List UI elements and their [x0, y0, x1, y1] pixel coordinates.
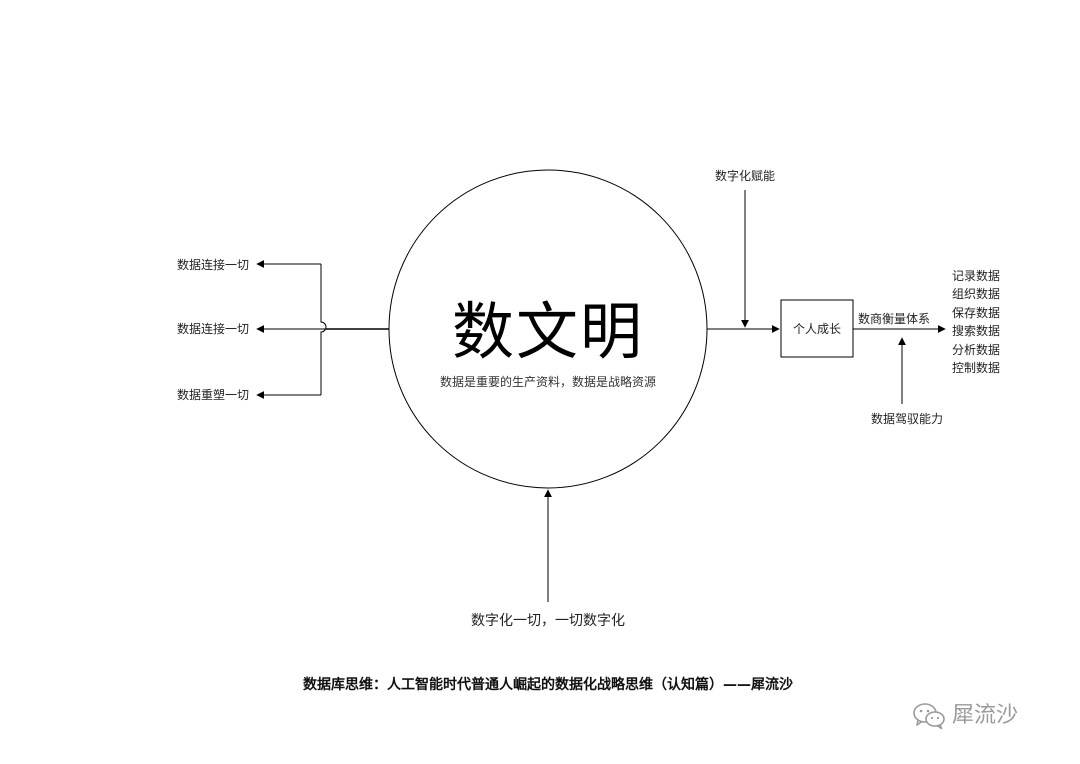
- system-label: 数商衡量体系: [858, 312, 931, 326]
- left-output-2: 数据连接一切: [177, 322, 250, 336]
- caption: 数据库思维：人工智能时代普通人崛起的数据化战略思维（认知篇）——犀流沙: [303, 677, 793, 693]
- left-output-3: 数据重塑一切: [177, 388, 250, 402]
- left-output-1: 数据连接一切: [177, 258, 250, 272]
- data-action-item: 组织数据: [952, 287, 1001, 302]
- data-action-item: 搜索数据: [952, 324, 1001, 339]
- wechat-icon: [913, 703, 945, 730]
- left-vertical-connector: [320, 264, 327, 395]
- top-input-label: 数字化赋能: [715, 169, 776, 183]
- watermark-text: 犀流沙: [952, 703, 1019, 728]
- center-subtitle: 数据是重要的生产资料，数据是战略资源: [439, 375, 656, 389]
- personal-growth-label: 个人成长: [792, 322, 841, 336]
- data-action-item: 分析数据: [952, 342, 1001, 357]
- data-action-item: 控制数据: [952, 361, 1001, 376]
- data-actions-list: 记录数据 组织数据 保存数据 搜索数据 分析数据 控制数据: [952, 267, 1000, 377]
- watermark: 犀流沙: [912, 702, 1018, 730]
- center-title: 数文明: [451, 295, 644, 368]
- ability-label: 数据驾驭能力: [871, 412, 944, 426]
- data-action-item: 记录数据: [952, 269, 1001, 283]
- data-action-item: 保存数据: [952, 305, 1001, 320]
- bottom-input-label: 数字化一切，一切数字化: [471, 613, 625, 629]
